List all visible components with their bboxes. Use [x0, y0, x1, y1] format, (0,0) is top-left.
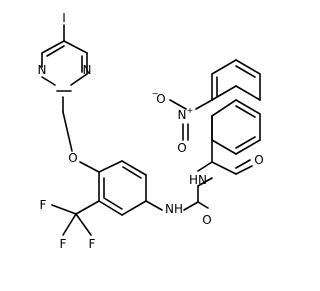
atom-iodine: I	[62, 11, 66, 25]
bond-ring-f	[41, 40, 65, 54]
bond-amide-co-double	[235, 159, 251, 169]
bond-ph-e-double	[103, 197, 123, 210]
atom-urea-oxygen: O	[202, 213, 211, 227]
atom-fluorine-1: F	[60, 237, 67, 251]
bond-bz-top-a	[211, 85, 237, 101]
bond-pyrimidine-oxygen	[62, 111, 73, 152]
bond-ring-nitro	[195, 99, 213, 110]
bond-bz-d-double	[235, 136, 256, 149]
atom-nitro-oxygen-minus: O	[156, 92, 165, 106]
atom-pyrimidine-n2: N	[83, 63, 92, 77]
bond-imide-amide	[197, 177, 213, 187]
bond-ph-cf3	[75, 200, 100, 215]
molecule-structure-diagram: I N N O F F F N + O − O HN NH O O	[38, 11, 264, 251]
atom-fluorine-2: F	[40, 198, 47, 212]
bond-nitro-o-minus	[169, 99, 187, 110]
bond-bz-top-e	[211, 59, 237, 75]
atom-nitro-oxygen: O	[177, 141, 186, 155]
bond-urea-co	[197, 201, 209, 209]
bond-lines	[41, 24, 261, 236]
bond-ph-e	[98, 200, 123, 216]
bond-cf3-f1	[62, 213, 77, 236]
bond-ring-a	[63, 40, 88, 54]
atom-fluorine-3: F	[89, 237, 96, 251]
bond-bz-g	[211, 99, 237, 117]
atom-pyrimidine-n1: N	[38, 63, 47, 77]
bond-nh-carbonyl	[183, 201, 199, 211]
atom-nitro-nitrogen-charge: +	[187, 106, 194, 115]
bond-bz-top-b	[235, 85, 261, 101]
bond-ph-urea-nh	[145, 200, 163, 211]
bond-ring-d	[41, 76, 56, 86]
bond-ring-c	[70, 73, 88, 86]
bond-amide-co	[235, 165, 253, 175]
bond-bz-d	[235, 139, 261, 155]
bond-ph-b-double	[122, 166, 142, 179]
atom-ether-oxygen: O	[68, 151, 77, 165]
atom-amide-oxygen: O	[254, 153, 263, 167]
bond-ring-f-double	[46, 45, 65, 57]
bond-ph-d	[121, 200, 147, 216]
bond-bz-e	[211, 139, 237, 155]
bond-cf3-f2	[51, 204, 77, 215]
bond-amide-c	[211, 161, 237, 175]
bond-bz-top-c	[235, 59, 261, 75]
bond-ph-b	[121, 160, 147, 176]
atom-imide-nh: HN	[189, 173, 207, 187]
bond-cf3-f3	[75, 213, 92, 236]
bond-bz-b-double	[235, 105, 256, 118]
bond-bz-top-c-double	[235, 65, 256, 78]
bond-imide-nh	[197, 161, 213, 172]
bond-ph-a	[98, 160, 123, 173]
bond-bz-b	[235, 99, 261, 115]
atom-labels: I N N O F F F N + O − O HN NH O O	[38, 11, 264, 251]
atom-urea-nh: NH	[165, 202, 183, 216]
atom-nitro-oxygen-minus-charge: −	[152, 89, 159, 98]
bond-oxygen-phenyl	[79, 161, 100, 173]
atom-nitro-nitrogen: N	[178, 108, 187, 122]
